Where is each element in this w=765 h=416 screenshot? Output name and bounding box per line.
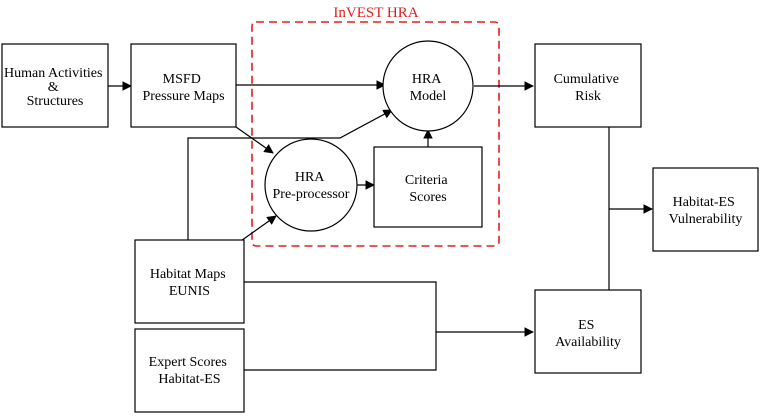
svg-text:Criteria Scores: Criteria Scores xyxy=(405,173,451,205)
node-hra-preprocessor: HRA Pre-processor xyxy=(264,138,358,232)
edge-msfd-to-preprocessor xyxy=(235,126,274,154)
edges xyxy=(108,80,653,371)
svg-text:Habitat Maps EUNIS: Habitat Maps EUNIS xyxy=(150,267,229,299)
svg-text:HRA Model: HRA Model xyxy=(410,72,447,104)
node-cumulative-risk: Cumulative Risk xyxy=(534,43,642,128)
node-habitat-es-vulnerability: Habitat-ES Vulnerability xyxy=(652,167,759,252)
node-habitat-maps: Habitat Maps EUNIS xyxy=(134,239,245,324)
svg-text:HRA Pre-processor: HRA Pre-processor xyxy=(273,170,350,202)
edge-expert-to-es xyxy=(244,327,534,371)
node-hra-model: HRA Model xyxy=(382,40,474,132)
invest-hra-group-title: InVEST HRA xyxy=(333,5,418,21)
svg-text:Cumulative Risk: Cumulative Risk xyxy=(554,72,623,104)
node-human-activities: Human Activities & Structures xyxy=(1,43,109,128)
invest-hra-group-box xyxy=(251,21,500,247)
svg-text:Expert Scores Habitat-ES: Expert Scores Habitat-ES xyxy=(149,355,231,387)
node-msfd-pressure-maps: MSFD Pressure Maps xyxy=(130,43,237,128)
node-expert-scores: Expert Scores Habitat-ES xyxy=(134,328,245,413)
edge-habitat-to-model xyxy=(187,109,393,240)
edge-habitat-to-preprocessor xyxy=(237,215,277,244)
edge-habitat-to-es xyxy=(244,281,437,332)
svg-text:Habitat-ES Vulnerability: Habitat-ES Vulnerability xyxy=(669,195,743,227)
svg-text:ES Availability: ES Availability xyxy=(555,318,621,350)
svg-text:Human Activities &: Human Activities & Structures xyxy=(4,66,106,109)
node-es-availability: ES Availability xyxy=(534,289,642,374)
svg-text:MSFD Pressure Maps: MSFD Pressure Maps xyxy=(142,72,224,104)
node-criteria-scores: Criteria Scores xyxy=(373,146,483,228)
